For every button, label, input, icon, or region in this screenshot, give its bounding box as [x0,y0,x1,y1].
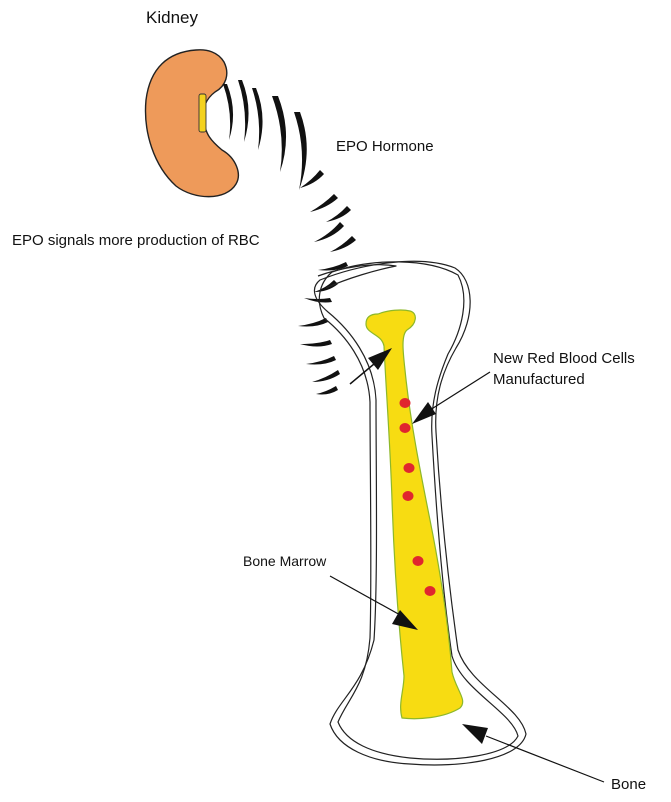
signal-wave [330,236,356,252]
red-blood-cell [403,491,414,501]
signal-wave [310,194,338,212]
signal-wave [326,206,351,222]
signal-wave [272,96,286,172]
signal-wave [316,386,338,395]
bone-marrow-label: Bone Marrow [243,553,326,570]
arrow-new-rbc [412,372,490,424]
red-blood-cell [425,586,436,596]
red-blood-cell [413,556,424,566]
red-blood-cell [404,463,415,473]
signal-wave [223,84,233,140]
kidney-label: Kidney [146,8,198,28]
kidney-body [146,50,239,197]
signal-wave [314,222,344,242]
new-rbc-label-line2: Manufactured [493,369,635,390]
signal-wave [306,356,336,365]
signal-wave [252,88,263,150]
signal-wave [294,112,307,190]
signal-wave [298,318,328,327]
kidney [146,50,239,197]
epo-hormone-label: EPO Hormone [336,138,434,156]
kidney-hilum [199,94,206,132]
bone-marrow [366,310,463,719]
signal-wave [312,370,340,382]
arrow-bone [462,724,604,782]
bone-label: Bone [611,776,646,794]
signal-wave [300,340,332,347]
red-blood-cell [400,398,411,408]
new-red-blood-cells-label: New Red Blood Cells Manufactured [493,348,635,390]
epo-signals-label: EPO signals more production of RBC [12,232,260,250]
new-rbc-label-line1: New Red Blood Cells [493,348,635,369]
red-blood-cell [400,423,411,433]
signal-wave [238,80,249,142]
